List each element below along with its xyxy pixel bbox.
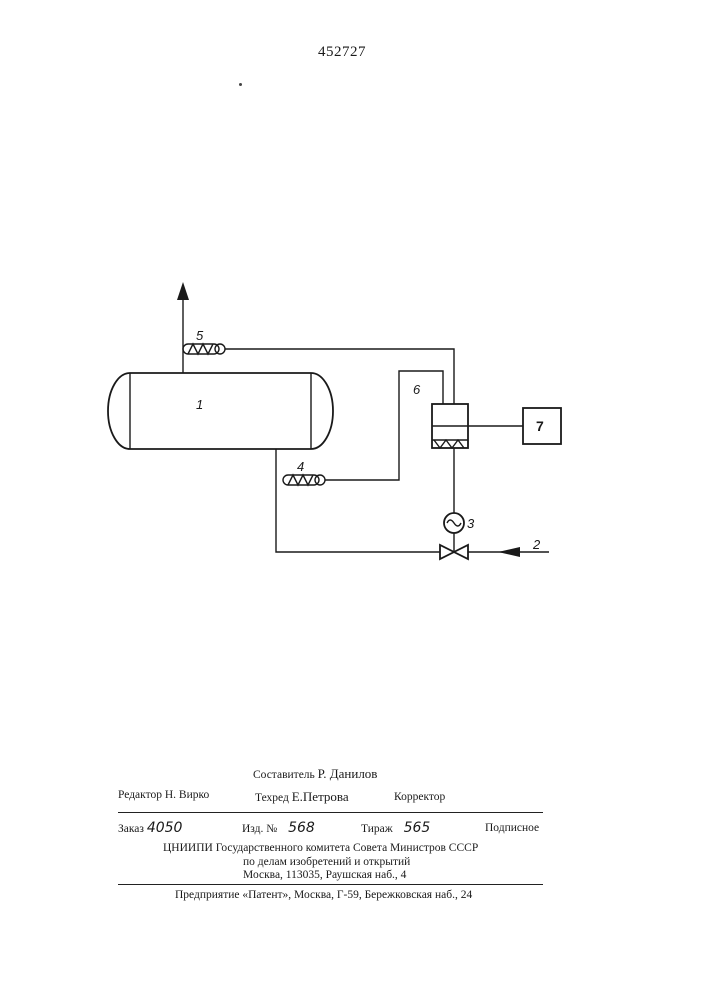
izd-label: Изд. № [242,823,277,835]
divider-bottom [118,884,543,885]
sensor4-line [325,371,443,480]
editor-name: Н. Вирко [165,789,209,801]
compiler-line: Составитель Р. Данилов [253,766,377,782]
tirazh-value: 565 [404,820,431,836]
techred-line: Техред Е.Петрова [255,789,349,805]
techred-name: Е.Петрова [292,789,349,804]
divider-top [118,812,543,813]
izd-value: 568 [288,820,315,836]
compiler-name: Р. Данилов [318,766,378,781]
izd-line: Изд. № 568 [242,820,315,836]
order-line: Заказ 4050 [118,820,182,836]
label-sensor-5: 5 [196,328,204,343]
compiler-label: Составитель [253,769,315,781]
org-line-1: ЦНИИПИ Государственного комитета Совета … [163,842,478,854]
order-value: 4050 [147,820,183,836]
sensor-5 [183,344,225,354]
printer-line: Предприятие «Патент», Москва, Г-59, Бере… [175,889,472,901]
label-sensor-4: 4 [297,459,304,474]
org-line-3: Москва, 113035, Раушская наб., 4 [243,869,406,881]
vessel-1 [108,373,333,449]
inlet-arrow [498,547,520,557]
label-inlet: 2 [532,537,541,552]
pump-3 [444,513,464,533]
label-block-7: 7 [536,418,544,434]
techred-label: Техред [255,792,289,804]
editor-line: Редактор Н. Вирко [118,789,209,801]
order-label: Заказ [118,823,144,835]
org-line-2: по делам изобретений и открытий [243,856,410,868]
corrector-label: Корректор [394,791,445,803]
outlet-arrow [177,282,189,300]
sensor-4 [283,475,325,485]
tirazh-line: Тираж 565 [361,820,430,836]
editor-label: Редактор [118,789,162,801]
label-unit-6: 6 [413,382,421,397]
label-pump: 3 [467,516,475,531]
podpisnoe: Подписное [485,822,539,834]
label-vessel: 1 [196,397,203,412]
unit-6 [432,404,468,448]
tirazh-label: Тираж [361,823,393,835]
